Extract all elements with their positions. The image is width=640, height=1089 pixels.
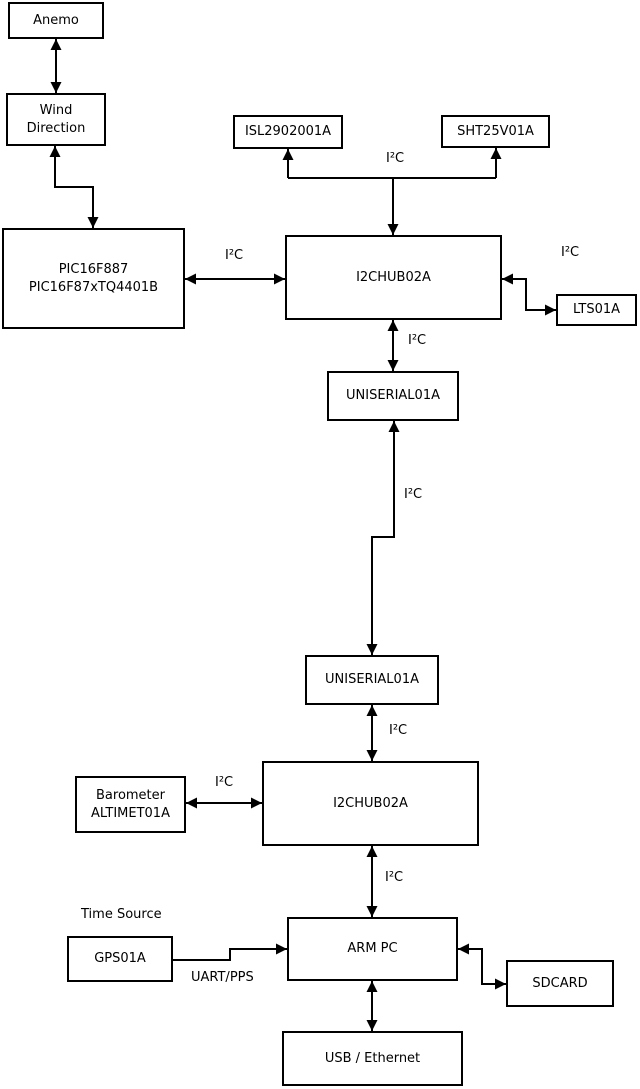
edge-label-i2c-barometer-hub: I²C bbox=[215, 775, 234, 790]
edge-label-i2c-hub-uniserial: I²C bbox=[408, 333, 427, 348]
node-barometer: Barometer ALTIMET01A bbox=[75, 776, 186, 833]
node-gps: GPS01A bbox=[67, 936, 173, 982]
node-pic-label-line1: PIC16F887 bbox=[58, 261, 129, 277]
node-i2chub-bottom: I2CHUB02A bbox=[262, 761, 479, 846]
edge-label-uart-pps: UART/PPS bbox=[191, 970, 254, 985]
node-wind-direction-label-line1: Wind bbox=[39, 102, 73, 118]
node-i2chub-bottom-label: I2CHUB02A bbox=[333, 795, 408, 811]
edge-i2chub-top-lts bbox=[502, 273, 556, 316]
node-i2chub-top: I2CHUB02A bbox=[285, 235, 502, 320]
edge-label-i2c-uniserial-hub2: I²C bbox=[389, 723, 408, 738]
node-usb-ethernet: USB / Ethernet bbox=[282, 1031, 463, 1086]
node-lts: LTS01A bbox=[556, 294, 637, 326]
node-isl: ISL2902001A bbox=[233, 115, 343, 149]
node-barometer-label-line1: Barometer bbox=[96, 787, 165, 803]
node-anemo-label: Anemo bbox=[33, 12, 79, 28]
node-uniserial-top-label: UNISERIAL01A bbox=[346, 388, 440, 404]
edge-uniserial-top-uniserial-bottom bbox=[366, 421, 400, 655]
node-i2chub-top-label: I2CHUB02A bbox=[356, 269, 431, 285]
node-uniserial-bottom-label: UNISERIAL01A bbox=[325, 672, 419, 688]
node-pic-label-line2: PIC16F87xTQ4401B bbox=[28, 279, 159, 295]
node-gps-label: GPS01A bbox=[94, 951, 146, 967]
edge-label-i2c-bus: I²C bbox=[386, 151, 405, 166]
node-pic: PIC16F887 PIC16F87xTQ4401B bbox=[2, 228, 185, 329]
edge-gps-armpc bbox=[173, 943, 287, 961]
node-sdcard-label: SDCARD bbox=[532, 975, 588, 991]
node-armpc: ARM PC bbox=[287, 917, 458, 981]
node-usb-ethernet-label: USB / Ethernet bbox=[324, 1050, 421, 1066]
node-lts-label: LTS01A bbox=[572, 302, 621, 318]
edge-label-i2c-hub2-armpc: I²C bbox=[385, 870, 404, 885]
node-sht: SHT25V01A bbox=[441, 115, 550, 148]
node-armpc-label: ARM PC bbox=[347, 941, 398, 957]
edge-label-i2c-hub-lts: I²C bbox=[561, 245, 580, 260]
node-uniserial-top: UNISERIAL01A bbox=[327, 371, 459, 421]
edge-armpc-sdcard bbox=[458, 943, 506, 990]
annotation-time-source: Time Source bbox=[81, 907, 162, 922]
node-wind-direction: Wind Direction bbox=[6, 93, 106, 146]
node-isl-label: ISL2902001A bbox=[244, 124, 332, 140]
edge-wind-direction-pic bbox=[49, 146, 99, 228]
node-sht-label: SHT25V01A bbox=[457, 123, 534, 139]
node-barometer-label-line2: ALTIMET01A bbox=[91, 805, 170, 821]
node-anemo: Anemo bbox=[8, 2, 104, 39]
node-wind-direction-label-line2: Direction bbox=[26, 120, 86, 136]
node-sdcard: SDCARD bbox=[506, 960, 614, 1007]
edge-label-i2c-uniserial-link: I²C bbox=[404, 487, 423, 502]
edge-label-i2c-pic-hub: I²C bbox=[225, 248, 244, 263]
node-uniserial-bottom: UNISERIAL01A bbox=[305, 655, 439, 705]
